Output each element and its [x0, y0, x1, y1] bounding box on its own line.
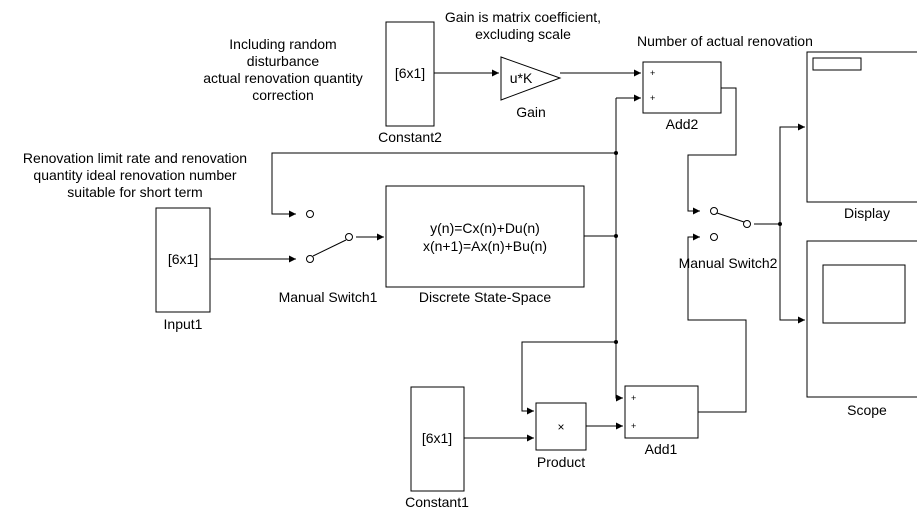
renovation-limit-line2: quantity ideal renovation number [33, 167, 237, 183]
wire-switch2-scope [779, 224, 805, 324]
product-symbol: × [557, 420, 564, 434]
gain-note-line2: excluding scale [475, 26, 571, 42]
gain-note-line1: Gain is matrix coefficient, [444, 9, 602, 25]
switch2-contact-upper [710, 207, 718, 215]
actual-renovation-note: Number of actual renovation [637, 33, 813, 49]
add1-name: Add1 [644, 441, 678, 457]
wire-feedback-switch1 [271, 152, 616, 218]
state-space-eq2: x(n+1)=Ax(n)+Bu(n) [423, 238, 547, 254]
state-space-name: Discrete State-Space [418, 289, 552, 305]
state-space-block[interactable] [385, 185, 585, 288]
wire-add2-switch2 [687, 87, 737, 215]
add2-port2-sign: + [650, 93, 655, 103]
random-disturbance-line3: actual renovation quantity [203, 70, 363, 86]
display-block[interactable] [806, 51, 917, 203]
input1-block[interactable] [155, 207, 211, 313]
random-disturbance-note: Including random disturbance actual reno… [188, 36, 378, 104]
wire-bus-product [521, 341, 616, 415]
switch2-contact-lower [710, 233, 718, 241]
switch2-pivot [743, 220, 751, 228]
random-disturbance-line4: correction [252, 87, 314, 103]
product-name: Product [536, 454, 586, 470]
wire-bus-add1 [615, 236, 623, 402]
state-space-eq1: y(n)=Cx(n)+Du(n) [430, 220, 540, 236]
switch1-pivot [345, 233, 353, 241]
constant2-block[interactable] [385, 21, 435, 127]
manual-switch1-name: Manual Switch1 [278, 289, 378, 305]
switch1-blade [312, 239, 347, 257]
wire-add1-switch2 [687, 233, 747, 413]
constant2-name: Constant2 [378, 129, 442, 145]
manual-switch2-name: Manual Switch2 [678, 255, 778, 271]
random-disturbance-line2: disturbance [246, 53, 320, 69]
random-disturbance-line1: Including random [229, 36, 337, 52]
gain-name: Gain [516, 104, 546, 120]
gain-block[interactable] [500, 56, 562, 101]
junction-bus-top [614, 151, 618, 155]
renovation-limit-note: Renovation limit rate and renovation qua… [6, 150, 264, 201]
switch1-contact-lower [306, 255, 314, 263]
constant2-value: [6x1] [395, 65, 425, 81]
add2-name: Add2 [665, 116, 699, 132]
scope-screen [822, 264, 906, 324]
switch1-contact-upper [306, 210, 314, 218]
junction-bus-product [614, 340, 618, 344]
add2-block[interactable] [642, 61, 722, 114]
gain-note: Gain is matrix coefficient, excluding sc… [428, 9, 618, 43]
add1-port2-sign: + [631, 421, 636, 431]
display-readout [812, 57, 862, 71]
constant1-block[interactable] [410, 386, 465, 492]
junction-bus-ss [614, 234, 618, 238]
gain-value: u*K [510, 70, 533, 86]
add2-port1-sign: + [650, 68, 655, 78]
add1-port1-sign: + [631, 393, 636, 403]
wire-switch2-display [779, 123, 805, 224]
input1-value: [6x1] [168, 251, 198, 267]
scope-name: Scope [847, 402, 887, 418]
switch2-blade [716, 212, 745, 223]
input1-name: Input1 [163, 316, 203, 332]
junction-switch2-out [778, 222, 782, 226]
product-block[interactable] [535, 402, 587, 451]
constant1-value: [6x1] [422, 430, 452, 446]
constant1-name: Constant1 [405, 494, 469, 510]
renovation-limit-line3: suitable for short term [67, 184, 203, 200]
display-name: Display [844, 205, 890, 221]
renovation-limit-line1: Renovation limit rate and renovation [22, 150, 248, 166]
